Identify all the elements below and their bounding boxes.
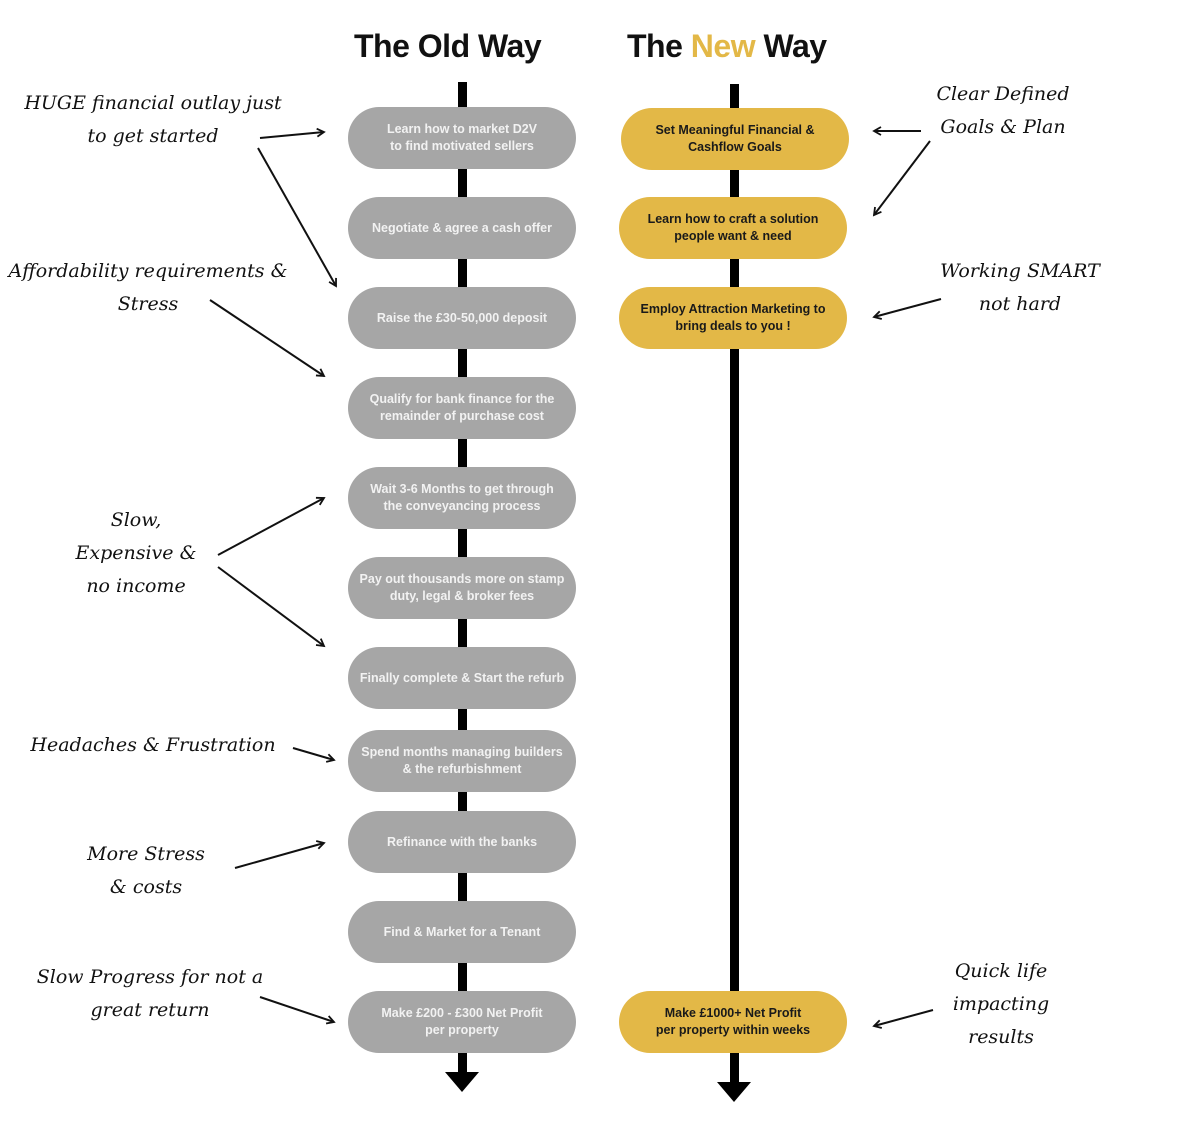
new-way-title-accent: New xyxy=(690,28,756,64)
arrow-icon xyxy=(217,496,326,556)
old-step: Learn how to market D2V to find motivate… xyxy=(348,107,576,169)
old-note: More Stress & costs xyxy=(87,843,205,898)
old-note: Slow Progress for not a great return xyxy=(36,966,264,1021)
old-step: Find & Market for a Tenant xyxy=(348,901,576,963)
new-note: Clear Defined Goals & Plan xyxy=(936,83,1070,138)
arrow-icon xyxy=(872,1009,934,1029)
old-way-timeline-arrow-icon xyxy=(445,1072,479,1092)
old-step: Qualify for bank finance for the remaind… xyxy=(348,377,576,439)
arrow-icon xyxy=(872,140,931,217)
new-step: Learn how to craft a solution people wan… xyxy=(619,197,847,259)
new-way-timeline xyxy=(730,84,739,1084)
new-note: Quick life impacting results xyxy=(952,960,1050,1048)
new-step: Employ Attraction Marketing to bring dea… xyxy=(619,287,847,349)
old-note: Slow, Expensive & no income xyxy=(75,509,197,597)
old-step: Wait 3-6 Months to get through the conve… xyxy=(348,467,576,529)
new-way-timeline-arrow-icon xyxy=(717,1082,751,1102)
new-way-title: The New Way xyxy=(627,28,827,65)
old-step: Make £200 - £300 Net Profit per property xyxy=(348,991,576,1053)
new-step: Make £1000+ Net Profit per property with… xyxy=(619,991,847,1053)
old-note: Headaches & Frustration xyxy=(30,734,276,756)
old-way-title: The Old Way xyxy=(354,28,542,64)
arrow-icon xyxy=(234,840,326,869)
old-step: Negotiate & agree a cash offer xyxy=(348,197,576,259)
new-way-title-prefix: The xyxy=(627,28,691,64)
old-step: Refinance with the banks xyxy=(348,811,576,873)
new-step: Set Meaningful Financial & Cashflow Goal… xyxy=(621,108,849,170)
old-note: Affordability requirements & Stress xyxy=(8,260,288,315)
arrow-icon xyxy=(217,566,326,648)
old-step: Pay out thousands more on stamp duty, le… xyxy=(348,557,576,619)
arrow-icon xyxy=(292,747,336,763)
old-step: Spend months managing builders & the ref… xyxy=(348,730,576,792)
new-way-title-suffix: Way xyxy=(755,28,827,64)
old-note: HUGE financial outlay just to get starte… xyxy=(24,92,282,147)
new-note: Working SMART not hard xyxy=(940,260,1100,315)
old-step: Finally complete & Start the refurb xyxy=(348,647,576,709)
old-step: Raise the £30-50,000 deposit xyxy=(348,287,576,349)
